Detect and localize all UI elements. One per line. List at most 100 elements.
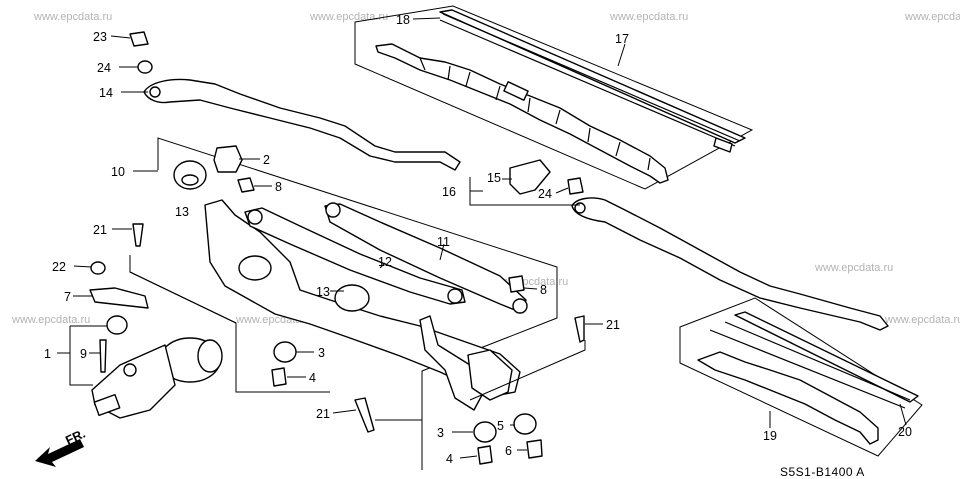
pivot-joint [325, 202, 341, 218]
callout-label: 1 [44, 347, 51, 361]
arm-body-passenger [571, 197, 889, 331]
callout-label: 12 [378, 255, 392, 269]
wiper-blade-upper [375, 9, 746, 184]
callout-label: 18 [396, 13, 410, 27]
blade-claws [419, 57, 651, 171]
pivot-joint [447, 288, 463, 304]
blade-rubber-lower-line [724, 321, 911, 401]
callout-label: 23 [93, 30, 107, 44]
motor-end-cap [197, 339, 223, 373]
callout-label: 7 [64, 290, 71, 304]
wiper-arm-driver [143, 78, 461, 171]
arm-body-driver [143, 78, 461, 171]
pivot-joint [512, 298, 528, 314]
blade-rubber [439, 9, 746, 144]
callout-label: 22 [52, 260, 66, 274]
callout-label: 21 [606, 318, 620, 332]
bushing-13-inner [181, 174, 199, 186]
blade-rubber-lower [734, 311, 919, 403]
front-arrow-icon [35, 439, 84, 467]
bolt-21b [574, 315, 585, 343]
callout-label: 2 [263, 153, 270, 167]
cap-24 [137, 60, 153, 74]
callout-label: 5 [497, 419, 504, 433]
watermark: www.epcdata.ru [884, 314, 960, 326]
callout-label: 24 [538, 187, 552, 201]
collar-4a [271, 367, 287, 387]
pivot-housing [238, 255, 272, 281]
arm-cap [509, 159, 551, 195]
callout-label: 9 [80, 347, 87, 361]
callout-label: 3 [318, 346, 325, 360]
diagram-code: S5S1-B1400 A [780, 465, 865, 479]
nut-8b [508, 275, 525, 293]
direction-arrow: FR. [35, 427, 88, 467]
collar-6 [526, 439, 543, 459]
watermark: www.epcdata.ru [11, 314, 90, 326]
callout-label: 3 [437, 426, 444, 440]
bolt-9 [99, 339, 107, 373]
callout-label: 8 [540, 283, 547, 297]
bolt-21 [132, 223, 144, 247]
wiper-blade-lower [697, 311, 919, 445]
callout-label: 6 [505, 444, 512, 458]
collar-4b [477, 445, 493, 465]
callout-label: 4 [309, 371, 316, 385]
blade-box-upper [354, 5, 754, 190]
motor-shaft [123, 363, 137, 377]
callout-label: 21 [93, 223, 107, 237]
wiper-linkage [204, 199, 528, 411]
bolt-21c [354, 397, 375, 433]
arm-pivot-hole [149, 86, 161, 98]
callout-label: 10 [111, 165, 125, 179]
watermark: www.epcdata.ru [814, 262, 893, 274]
nut-23 [129, 31, 149, 47]
watermark: www.epcdata.ru [309, 11, 388, 23]
callout-label: 17 [615, 32, 629, 46]
callout-label: 20 [898, 425, 912, 439]
callout-label: 21 [316, 407, 330, 421]
motor-connector [93, 393, 121, 417]
callout-label: 19 [763, 429, 777, 443]
mount-bracket [467, 349, 513, 401]
callout-label: 8 [275, 180, 282, 194]
blade-box-lower [679, 297, 923, 457]
wiper-motor [91, 337, 223, 419]
callout-labels: 23 24 14 18 17 2 10 8 13 21 22 7 1 9 13 … [44, 13, 912, 466]
blade-frame-upper [375, 43, 669, 184]
pivot-joint [247, 209, 263, 225]
nut-8 [237, 177, 255, 193]
grommet-2 [213, 145, 243, 173]
linkage-arm-bracket [419, 315, 483, 411]
leader-lines [57, 17, 907, 459]
blade-rubber-edge [439, 19, 736, 147]
wiper-arm-passenger [509, 159, 889, 331]
blade-rubber-line [442, 13, 741, 142]
bushing-13b [334, 284, 370, 312]
callout-label: 4 [446, 452, 453, 466]
callout-label: 13 [175, 205, 189, 219]
nut-22 [90, 261, 106, 275]
callout-label: 11 [437, 235, 450, 249]
bushing-3b [473, 421, 497, 443]
link-rod-12 [244, 207, 466, 305]
hardware-parts [89, 31, 585, 465]
nut-24b [567, 177, 584, 195]
callout-label: 14 [99, 86, 113, 100]
blade-adapter [503, 81, 529, 101]
watermark: www.epcdata.ru [904, 11, 960, 23]
bushing-3a [273, 341, 297, 363]
blade-rubber-lower-edge [709, 329, 906, 409]
callout-label: 16 [442, 185, 456, 199]
callout-label: 13 [316, 285, 330, 299]
callout-label: 24 [97, 61, 111, 75]
cushion-1 [106, 315, 128, 335]
front-arrow-label: FR. [63, 427, 87, 448]
linkage-box [157, 137, 558, 470]
blade-frame-lower [697, 351, 879, 445]
blade-end [713, 137, 733, 153]
bracket-7 [89, 287, 149, 309]
bushing-5 [513, 413, 537, 435]
callout-label: 15 [487, 171, 501, 185]
